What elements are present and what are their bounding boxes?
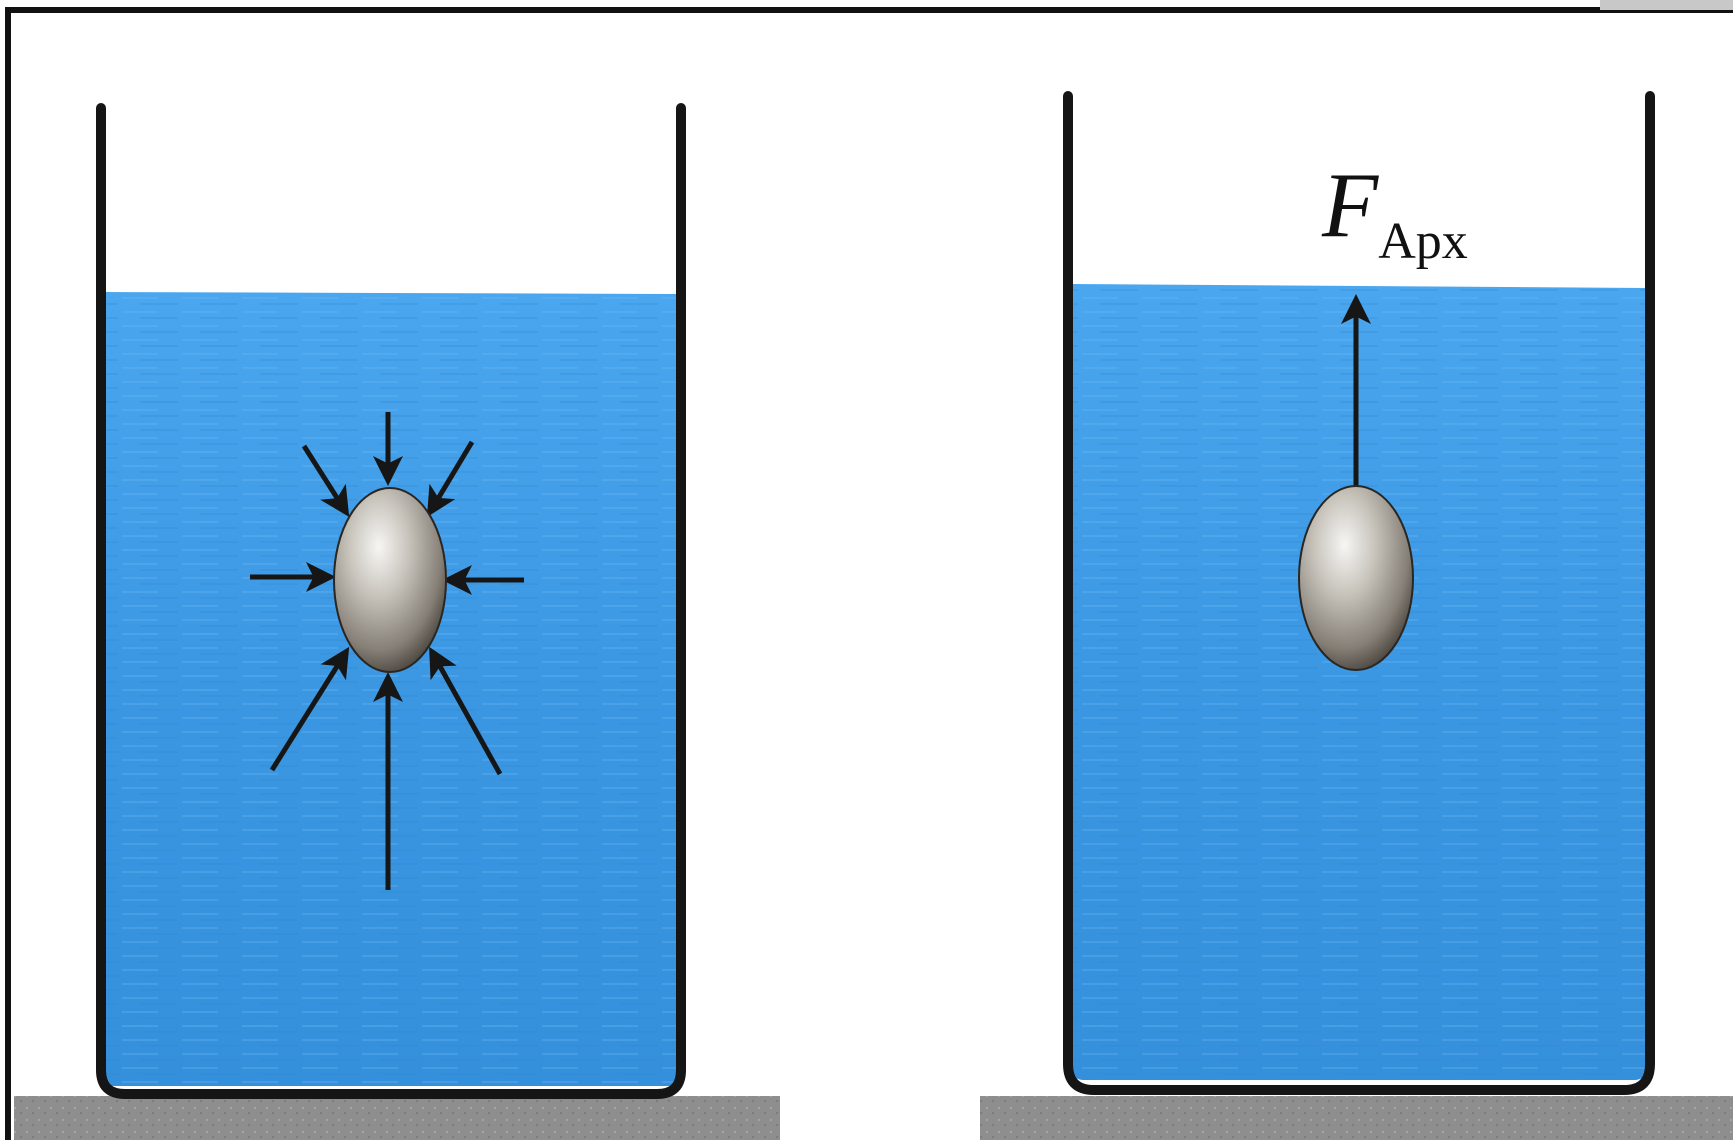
table-right [980, 1096, 1733, 1140]
right-water-texture [1072, 284, 1646, 1080]
force-subscript: Apx [1378, 213, 1468, 270]
right-ball [1299, 486, 1413, 670]
buoyant-force-label: FApx [1321, 154, 1468, 270]
force-symbol: F [1321, 154, 1379, 256]
left-water-texture [104, 292, 678, 1086]
corner-patch [1600, 0, 1733, 10]
table-left [14, 1096, 780, 1140]
left-ball [334, 488, 446, 672]
